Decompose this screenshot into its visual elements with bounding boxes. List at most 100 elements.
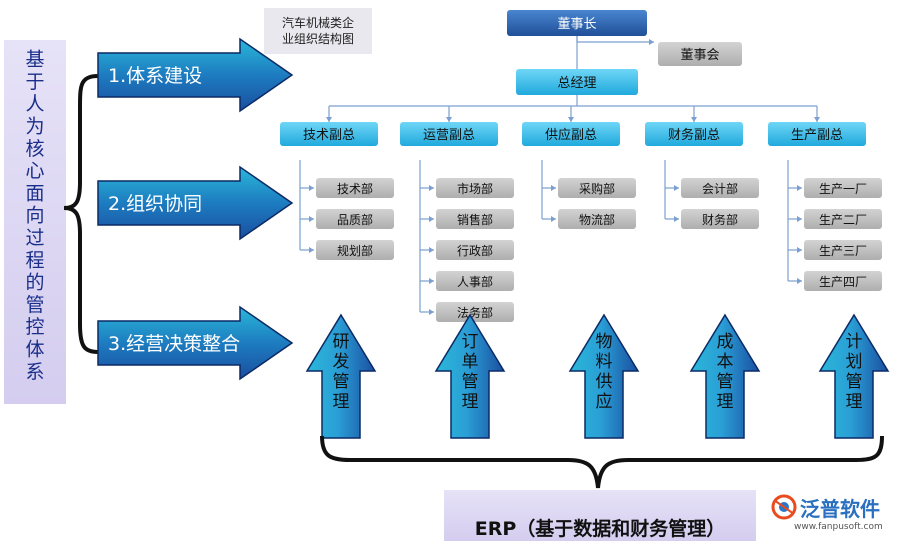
svg-text:订: 订	[462, 332, 479, 352]
svg-text:系: 系	[25, 361, 44, 383]
dept-box: 生产一厂	[804, 178, 882, 198]
dept-box-label: 生产四厂	[819, 275, 867, 289]
board-box-label: 董事会	[680, 48, 719, 63]
vp-box-4: 财务副总	[645, 122, 743, 146]
dept-box-label: 法务部	[457, 305, 493, 320]
step-arrow-2: 2.组织协同	[97, 165, 294, 241]
dept-box: 生产二厂	[804, 209, 882, 229]
dept-box: 法务部	[436, 302, 514, 322]
svg-text:基: 基	[25, 49, 44, 71]
svg-text:供: 供	[596, 372, 613, 392]
vp-box-2: 运营副总	[400, 122, 498, 146]
gm-box-label: 总经理	[557, 76, 596, 91]
vp-box-4-label: 财务副总	[668, 127, 720, 143]
svg-text:成: 成	[717, 332, 734, 352]
dept-box: 技术部	[316, 178, 394, 198]
logo-name: 泛普软件	[800, 497, 880, 521]
svg-text:发: 发	[333, 352, 350, 372]
logo-url: www.fanpusoft.com	[794, 522, 883, 532]
dept-box-label: 生产二厂	[819, 213, 867, 227]
dept-box-label: 规划部	[337, 243, 373, 258]
svg-text:过: 过	[25, 227, 44, 249]
dept-box: 市场部	[436, 178, 514, 198]
left-panel	[4, 40, 66, 404]
vp-box-5: 生产副总	[768, 122, 866, 146]
dept-box: 物流部	[558, 209, 636, 229]
bottom-brace	[320, 435, 884, 489]
dept-box-label: 生产一厂	[819, 182, 867, 196]
dept-box-label: 采购部	[579, 181, 615, 196]
svg-text:为: 为	[25, 115, 44, 137]
vp-box-2-label: 运营副总	[423, 128, 475, 143]
vp-box-3-label: 供应副总	[545, 127, 597, 143]
dept-box: 行政部	[436, 240, 514, 260]
erp-label: ERP（基于数据和财务管理）	[475, 517, 726, 540]
vp-box-5-label: 生产副总	[791, 128, 843, 143]
svg-text:计: 计	[846, 332, 863, 352]
svg-text:管: 管	[846, 372, 863, 392]
svg-text:研: 研	[333, 332, 350, 352]
dept-box: 生产三厂	[804, 240, 882, 260]
left-brace	[63, 74, 99, 354]
dept-box-label: 技术部	[337, 181, 373, 196]
dept-box-label: 销售部	[457, 212, 493, 227]
svg-text:向: 向	[25, 205, 44, 227]
gm-box: 总经理	[516, 69, 638, 95]
svg-text:人: 人	[25, 93, 44, 115]
svg-text:应: 应	[596, 392, 613, 412]
vp-box-1: 技术副总	[280, 122, 378, 146]
dept-box: 会计部	[681, 178, 759, 198]
svg-text:单: 单	[462, 352, 479, 372]
svg-text:心: 心	[25, 160, 44, 182]
svg-text:理: 理	[462, 392, 479, 412]
svg-text:控: 控	[25, 316, 44, 338]
logo-mark-icon	[771, 494, 797, 520]
dept-box-label: 人事部	[457, 274, 493, 289]
svg-text:管: 管	[25, 294, 44, 316]
dept-box: 人事部	[436, 271, 514, 291]
svg-text:料: 料	[596, 352, 613, 372]
svg-text:的: 的	[25, 272, 44, 294]
dept-box-label: 会计部	[702, 181, 738, 196]
dept-box: 生产四厂	[804, 271, 882, 291]
dept-box: 规划部	[316, 240, 394, 260]
org-chart-caption: 汽车机械类企业组织结构图	[282, 15, 354, 46]
dept-box-label: 市场部	[457, 181, 493, 196]
svg-text:核: 核	[25, 138, 44, 160]
vp-box-3: 供应副总	[522, 122, 620, 146]
svg-text:本: 本	[717, 352, 734, 372]
step-arrow-label: 3.经营决策整合	[108, 333, 240, 355]
dept-box: 财务部	[681, 209, 759, 229]
dept-box: 采购部	[558, 178, 636, 198]
svg-text:理: 理	[846, 392, 863, 412]
dept-box-label: 物流部	[579, 212, 615, 227]
svg-text:管: 管	[333, 372, 350, 392]
vp-box-1-label: 技术副总	[303, 128, 355, 143]
board-box: 董事会	[658, 42, 742, 66]
org-chart: 董事长董事会总经理技术副总技术部品质部规划部运营副总市场部销售部行政部人事部法务…	[280, 10, 882, 322]
svg-text:管: 管	[717, 372, 734, 392]
svg-text:理: 理	[333, 392, 350, 412]
svg-text:程: 程	[25, 249, 44, 271]
dept-box-label: 生产三厂	[819, 244, 867, 258]
chairman-box-label: 董事长	[557, 17, 596, 32]
step-arrow-1: 1.体系建设	[97, 37, 294, 113]
svg-text:理: 理	[717, 392, 734, 412]
chairman-box: 董事长	[507, 10, 647, 36]
step-arrow-label: 1.体系建设	[108, 65, 202, 87]
org-chart-caption-box	[264, 8, 372, 54]
dept-box-label: 财务部	[702, 212, 738, 227]
dept-box-label: 行政部	[457, 243, 493, 258]
